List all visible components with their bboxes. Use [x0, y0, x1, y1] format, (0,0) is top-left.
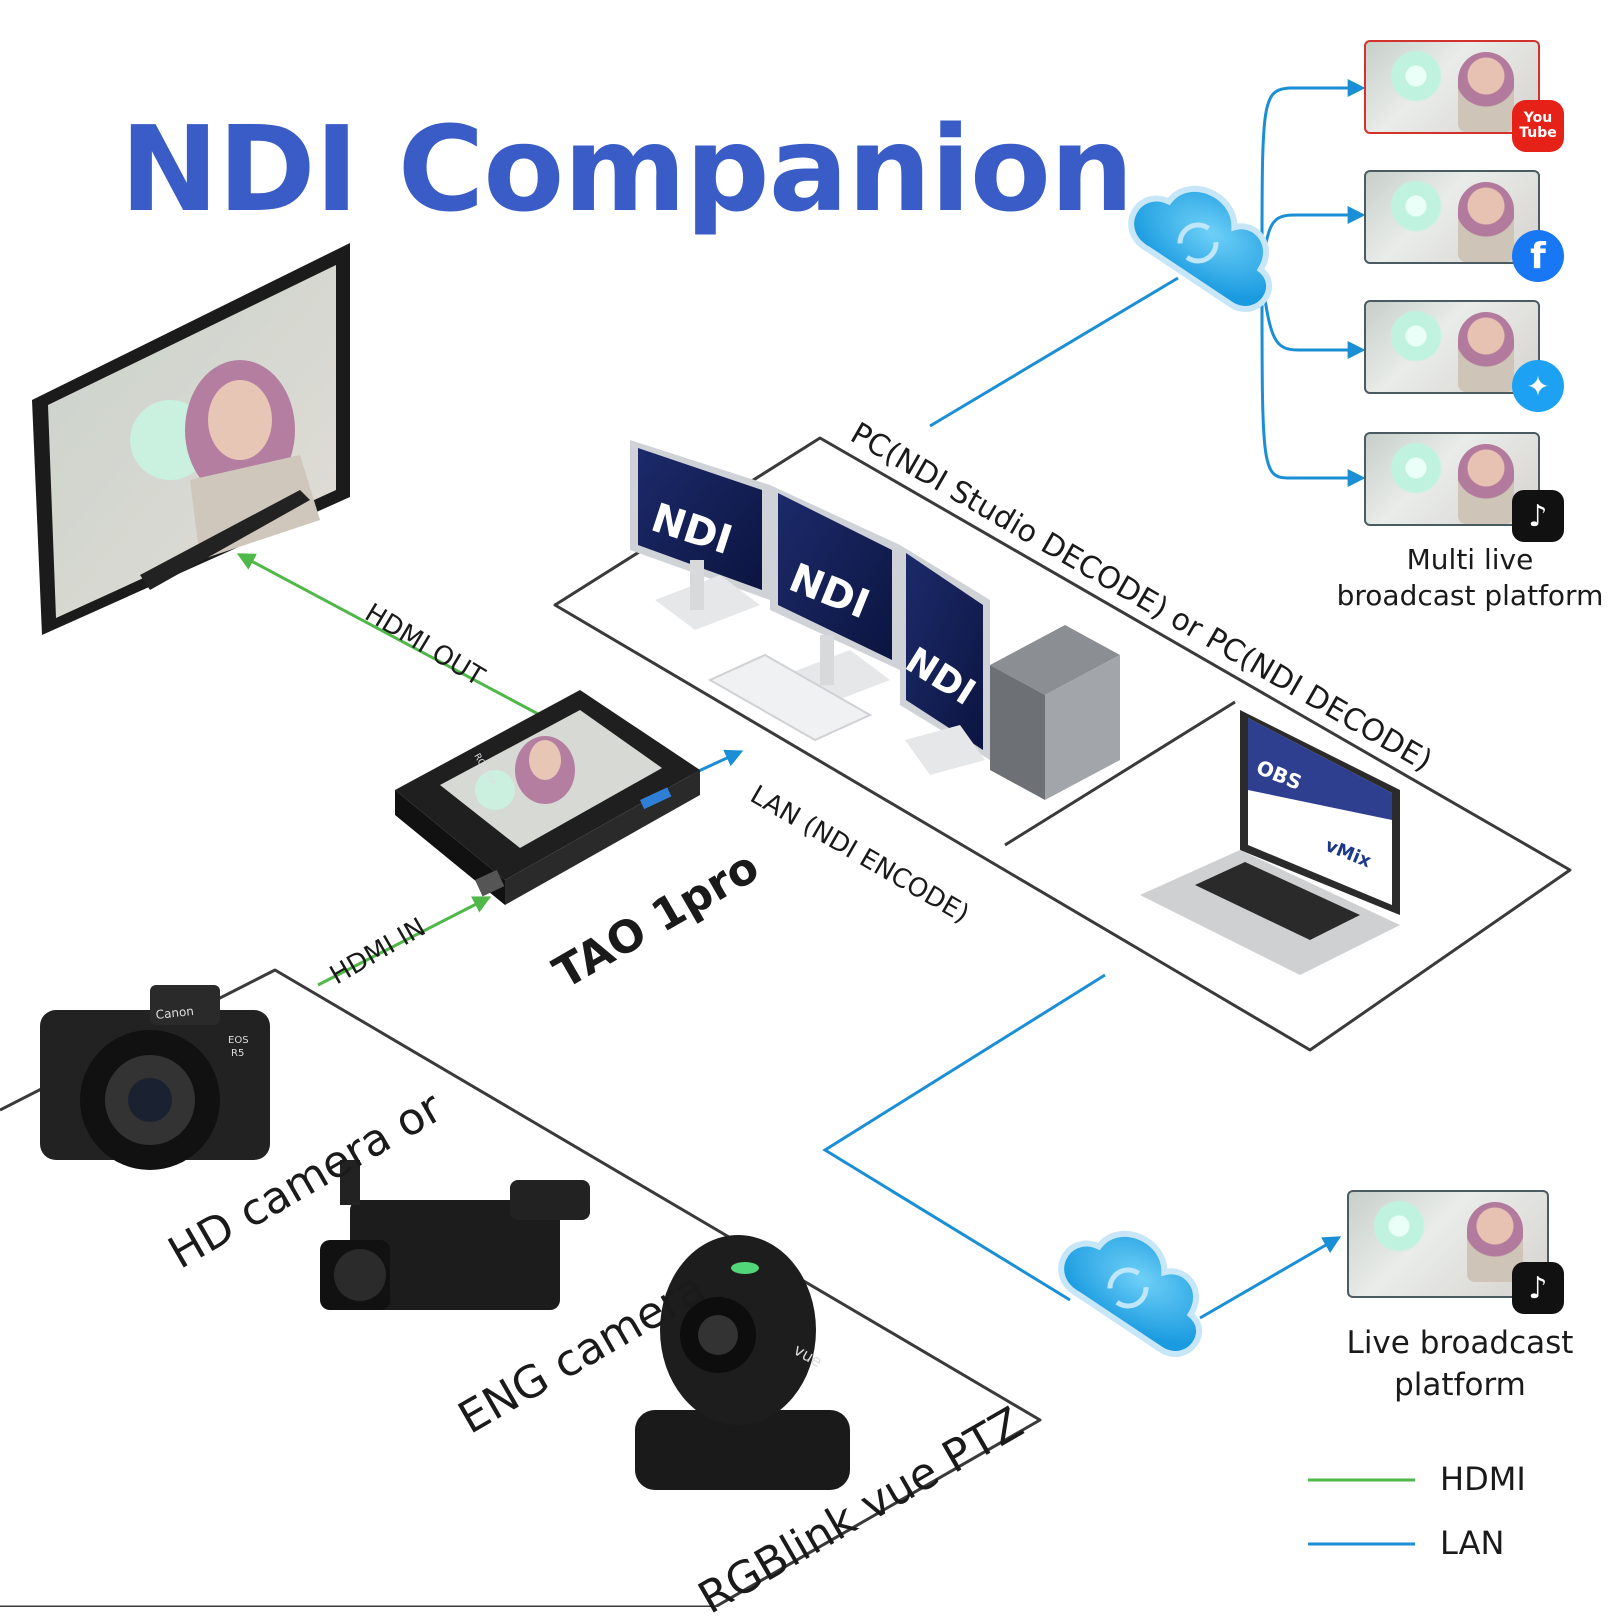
platform-thumb-tiktok	[1364, 432, 1540, 526]
youtube-icon-line1: You	[1523, 110, 1553, 126]
branch-tiktok	[1260, 284, 1366, 487]
platform-thumb-twitter	[1364, 300, 1540, 394]
pc-group-divider	[1004, 700, 1236, 847]
platform-thumb-youtube	[1364, 40, 1540, 134]
hdmi-out-line	[236, 553, 541, 717]
tiktok-icon: ♪	[1512, 490, 1564, 542]
cloud-icon-bottom	[1058, 1230, 1203, 1357]
multi-platform-caption: Multi live broadcast platform	[1320, 542, 1615, 614]
branch-facebook	[1260, 206, 1366, 271]
lan-pc-to-cloud	[929, 276, 1179, 428]
facebook-icon: f	[1512, 230, 1564, 282]
lan-to-live-cloud	[822, 973, 1106, 1302]
branch-twitter	[1260, 277, 1366, 359]
camera-model-line2: R5	[231, 1048, 245, 1059]
monitor-3	[900, 545, 990, 775]
laptop	[1140, 710, 1400, 975]
page-title: NDI Companion	[120, 100, 1134, 238]
twitter-icon: ✦	[1512, 360, 1564, 412]
hdmi-in-line	[317, 896, 492, 987]
lan-live-cloud-to-platform	[1199, 1236, 1342, 1320]
multi-platform-line1: Multi live	[1406, 543, 1534, 576]
eng-camera	[320, 1160, 590, 1310]
platform-thumb-facebook	[1364, 170, 1540, 264]
cloud-icon-top	[1128, 185, 1273, 312]
tv-display	[32, 243, 350, 635]
tiktok-icon-live: ♪	[1512, 1262, 1564, 1314]
legend-lan-label: LAN	[1440, 1524, 1505, 1562]
live-platform-caption: Live broadcast platform	[1310, 1322, 1610, 1406]
legend-hdmi-label: HDMI	[1440, 1460, 1526, 1498]
youtube-icon-line2: Tube	[1519, 125, 1557, 141]
ptz-camera	[635, 1235, 850, 1490]
pc-tower	[990, 625, 1120, 800]
hd-camera	[40, 985, 270, 1170]
multi-platform-line2: broadcast platform	[1336, 579, 1604, 612]
keyboard	[707, 653, 873, 742]
branch-youtube	[1260, 79, 1366, 266]
youtube-icon: You Tube	[1512, 100, 1564, 152]
live-platform-line2: platform	[1394, 1367, 1526, 1403]
monitor-1	[630, 440, 770, 630]
camera-model-line1: EOS	[228, 1035, 249, 1046]
tao-device	[395, 690, 700, 905]
live-platform-line1: Live broadcast	[1346, 1325, 1574, 1361]
